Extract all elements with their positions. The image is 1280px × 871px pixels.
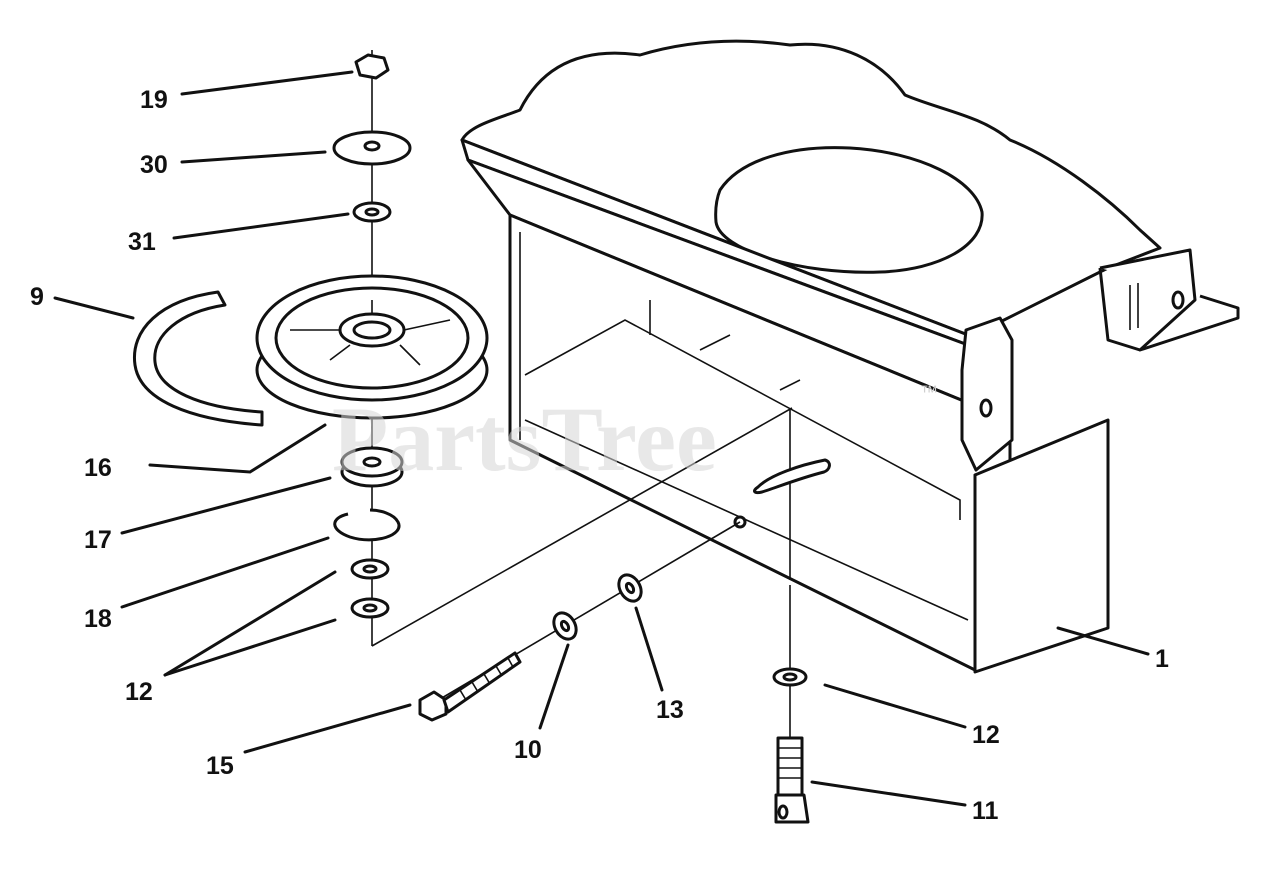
nut-part-19 xyxy=(354,53,390,80)
bolt-part-15 xyxy=(418,651,522,722)
washer-part-12-right xyxy=(772,667,808,687)
belt-part-9 xyxy=(132,290,264,427)
callout-1: 1 xyxy=(1155,645,1169,673)
callout-labels: 19 30 31 9 16 17 18 12 15 10 13 1 12 11 xyxy=(30,86,1169,825)
callout-10: 10 xyxy=(514,736,542,764)
washer-part-13 xyxy=(617,573,643,603)
washer-part-31 xyxy=(352,201,392,223)
housing-part-1 xyxy=(460,39,1240,674)
washer-part-12-upper xyxy=(350,558,390,580)
callout-30: 30 xyxy=(140,151,168,179)
watermark: PartsTree ™ xyxy=(332,382,938,490)
callout-11: 11 xyxy=(972,797,999,825)
callout-13: 13 xyxy=(656,696,684,724)
callout-19: 19 xyxy=(140,86,168,114)
callout-12-right: 12 xyxy=(972,721,1000,749)
callout-9: 9 xyxy=(30,283,44,311)
callout-15: 15 xyxy=(206,752,234,780)
callout-12-left: 12 xyxy=(125,678,153,706)
leader-lines xyxy=(53,70,1150,807)
callout-17: 17 xyxy=(84,526,112,554)
snap-ring-part-18 xyxy=(333,508,401,542)
watermark-trademark: ™ xyxy=(920,382,938,402)
callout-31: 31 xyxy=(128,228,156,256)
washer-part-10 xyxy=(552,611,578,641)
pulley-part-16 xyxy=(255,274,489,420)
washer-part-30 xyxy=(332,130,412,166)
watermark-text: PartsTree xyxy=(332,388,717,490)
callout-16: 16 xyxy=(84,454,112,482)
washer-part-12-lower xyxy=(350,597,390,619)
bearing-part-17 xyxy=(340,446,404,488)
shoulder-bolt-part-11 xyxy=(774,736,810,824)
callout-18: 18 xyxy=(84,605,112,633)
